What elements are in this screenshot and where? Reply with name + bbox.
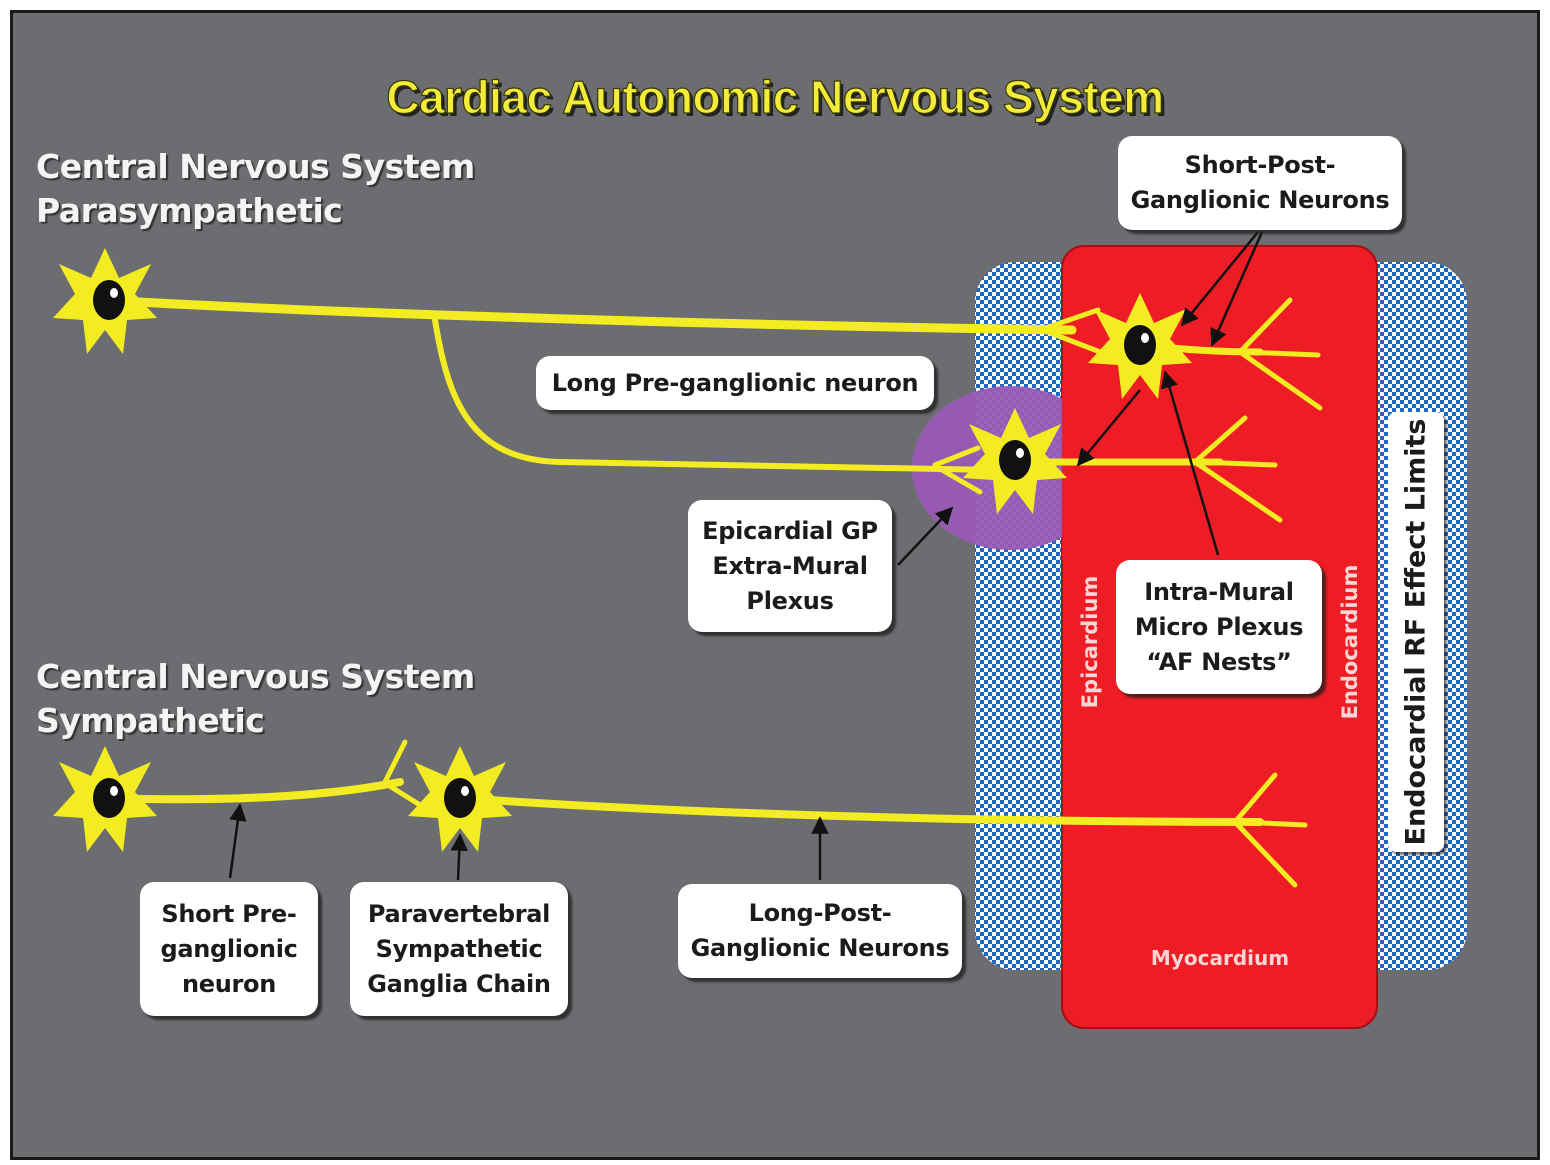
preganglionic-branch [432,317,998,473]
label-long-preganglionic: Long Pre-ganglionic neuron [536,356,934,410]
label-short-preganglionic: Short Pre- ganglionic neuron [140,882,318,1016]
label-short-post-ganglionic: Short-Post- Ganglionic Neurons [1118,136,1402,230]
label-line: Ganglionic Neurons [1130,186,1390,214]
heading-parasympathetic-line-2: Parasympathetic [36,191,343,230]
heading-parasympathetic-line-1: Central Nervous System [36,147,475,186]
label-line: Long-Post- [748,899,892,927]
layer-label-myocardium: Myocardium [1150,946,1290,970]
short-post-dendrites [1237,297,1323,411]
label-line: Micro Plexus [1134,612,1304,641]
label-line: Short Pre- [161,899,297,928]
label-epicardial-gp: Epicardial GP Extra-Mural Plexus [688,500,892,632]
short-preganglionic-axon [101,778,404,804]
label-long-postganglionic: Long-Post- Ganglionic Neurons [678,884,962,978]
arrow-paravertebral [450,833,469,881]
arrow-short-post-1 [1180,231,1259,327]
label-intra-mural-plexus: Intra-Mural Micro Plexus “AF Nests” [1116,560,1322,694]
rf-effect-limits-label: Endocardial RF Effect Limits [1400,418,1432,846]
diagram-title: Cardiac Autonomic Nervous System [386,70,1165,123]
label-line: neuron [181,969,277,998]
neuron-cns-sympathetic [53,746,157,852]
short-pre-fork [382,739,423,808]
label-line: ganglionic [160,934,298,963]
heading-parasympathetic: Central Nervous System Parasympathetic [36,145,475,233]
neuron-cns-parasympathetic [53,248,157,354]
long-postganglionic-axon [456,794,1264,826]
label-line: Long Pre-ganglionic neuron [551,368,919,397]
arrow-short-post-3 [1076,389,1141,467]
label-line: Epicardial GP [702,516,878,545]
arrow-short-post-2 [1210,231,1264,347]
label-paravertebral-ganglia: Paravertebral Sympathetic Ganglia Chain [350,882,568,1016]
label-line: Ganglia Chain [367,969,551,998]
label-line: Intra-Mural [1144,577,1294,606]
layer-label-epicardium: Epicardium [1078,575,1102,709]
neuron-epicardial-gp [963,408,1067,514]
long-post-dendrites [1232,772,1308,888]
label-line: Plexus [746,586,834,615]
long-preganglionic-axon [100,295,1077,335]
heading-sympathetic: Central Nervous System Sympathetic [36,655,475,743]
terminal-fork-top [1037,307,1111,358]
layer-label-endocardium: Endocardium [1338,564,1362,720]
neuron-short-post-ganglionic [1088,293,1192,399]
label-line: Ganglionic Neurons [690,934,950,962]
neuron-paravertebral-ganglion [408,746,512,852]
arrow-intra-mural [1160,370,1220,556]
label-line: Sympathetic [375,934,543,963]
gp-input-fork [932,445,983,495]
gp-neuron-dendrites [1192,415,1283,523]
label-line: “AF Nests” [1146,647,1292,676]
label-line: Short-Post- [1184,151,1336,179]
arrow-short-pre [228,803,247,879]
heading-sympathetic-line-1: Central Nervous System [36,657,475,696]
rf-effect-limits-box: Endocardial RF Effect Limits [1388,412,1444,852]
arrow-epicardial-gp [897,506,954,566]
label-line: Extra-Mural [712,551,868,580]
heading-sympathetic-line-2: Sympathetic [36,701,265,740]
label-line: Paravertebral [367,899,551,928]
